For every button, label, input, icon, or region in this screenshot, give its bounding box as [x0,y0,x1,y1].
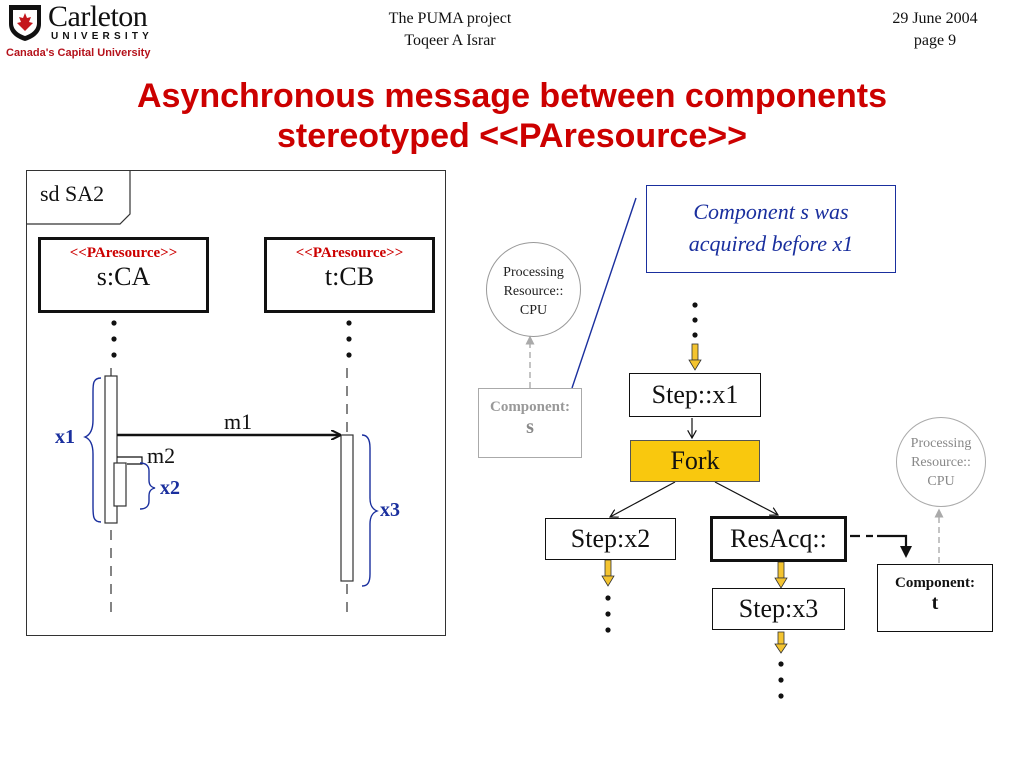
step-x1-box: Step::x1 [629,373,761,417]
fork-to-step-x2 [610,481,676,517]
frame-label: sd SA2 [40,181,105,206]
activation-bar-tcb [340,434,354,582]
brace-x1 [83,377,102,523]
logo-tagline: Canada's Capital University [6,47,151,59]
component-t-box: Component: t [877,564,993,632]
note-connector [571,197,637,389]
note-line-1: Component s was [693,199,849,224]
project-name: The PUMA project [388,10,512,27]
ellipsis-dots-right [346,320,352,358]
yellow-arrow-into-step-x1 [688,343,702,371]
component-s-box: Component: s [478,388,582,458]
header-date: 29 June 2004 [892,10,978,27]
header-right: 29 June 2004 page 9 [850,8,1020,52]
sequence-diagram-frame [26,170,446,636]
sequence-graphics [83,320,379,620]
processing-resource-cpu-2: Processing Resource:: CPU [896,417,986,507]
author-name: Toqeer A Israr [404,32,496,49]
stereotype-label: <<PAresource>> [295,245,404,261]
brace-x3-label: x3 [380,499,400,521]
fork-to-resacq [714,481,778,515]
activity-graphics [525,197,944,699]
yellow-arrow-below-step-x3 [774,631,788,654]
ellipsis-dots-top [692,302,698,338]
activation-bar-sca-nested [113,462,127,507]
component-label: Component: [489,399,570,415]
slide-title: Asynchronous message between components … [0,76,1024,156]
message-m2-arrow [117,456,143,465]
cpu-label-line-3: CPU [519,303,548,318]
cpu-label-line-2: Resource:: [503,284,564,299]
component-label: Component: [894,575,975,591]
header-center: The PUMA project Toqeer A Israr [340,8,560,52]
fork-box: Fork [630,440,760,482]
page-number: page 9 [913,32,957,49]
cpu-label-line-3: CPU [927,474,955,489]
carleton-logo: Carleton UNIVERSITY Canada's Capital Uni… [0,0,160,64]
component-name: s [526,416,534,438]
brace-x2-label: x2 [160,477,180,499]
lifeline-name: s:CA [96,262,151,291]
component-name: t [931,592,939,614]
annotation-note: Component s was acquired before x1 [646,185,896,273]
lifeline-box-sca: <<PAresource>> s:CA [38,237,209,313]
cpu-label-line-1: Processing [910,436,972,451]
logo-university: UNIVERSITY [51,31,154,42]
title-line-2: stereotyped <<PAresource>> [277,117,747,155]
frame-label-tab [26,170,131,225]
processing-resource-cpu-1: Processing Resource:: CPU [486,242,581,337]
brace-x3 [361,434,379,587]
ellipsis-dots-step-x3 [778,661,784,699]
note-line-2: acquired before x1 [688,231,854,256]
brace-x1-label: x1 [55,426,75,448]
logo-wordmark: Carleton [48,0,148,33]
resacq-box: ResAcq:: [710,516,847,562]
resacq-to-comp-t-arrow [877,534,912,558]
cpu-label-line-2: Resource:: [911,455,971,470]
lifeline-name: t:CB [324,262,375,291]
title-line-1: Asynchronous message between components [136,77,888,115]
brace-x2 [139,462,156,510]
shield-icon [9,5,41,41]
step-x3-box: Step:x3 [712,588,845,630]
message-m2-label: m2 [147,443,176,468]
stereotype-label: <<PAresource>> [69,245,178,261]
ellipsis-dots-left [111,320,117,358]
cpu-label-line-1: Processing [503,265,564,280]
yellow-arrow-resacq-to-step-x3 [774,561,788,589]
lifeline-box-tcb: <<PAresource>> t:CB [264,237,435,313]
step-x2-box: Step:x2 [545,518,676,560]
ellipsis-dots-step-x2 [605,595,611,633]
yellow-arrow-below-step-x2 [601,559,615,587]
message-m1-label: m1 [224,409,253,434]
